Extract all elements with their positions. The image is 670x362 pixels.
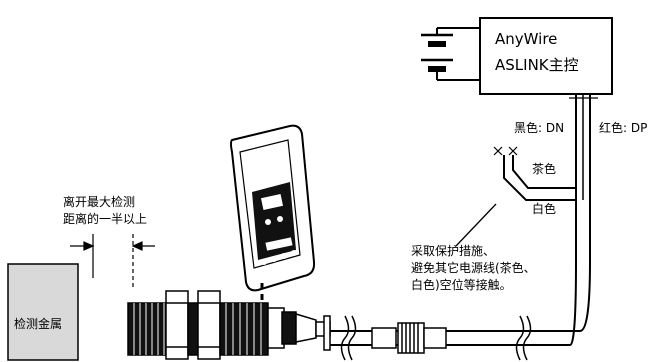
distance-note-line1: 离开最大检测 <box>63 195 136 209</box>
protection-note-line2: 避免其它电源线(茶色、 <box>411 261 536 275</box>
red-wire-label: 红色: DP <box>599 121 648 135</box>
distance-dimension <box>70 234 155 290</box>
remote-device <box>230 124 316 292</box>
white-wire-label: 白色 <box>532 202 557 216</box>
black-wire-label: 黑色: DN <box>514 121 565 135</box>
power-supply-symbol <box>421 27 480 81</box>
controller-box <box>479 17 613 95</box>
proximity-sensor <box>127 290 345 360</box>
protection-note-line1: 采取保护措施、 <box>411 244 496 258</box>
cable-connector <box>371 322 447 354</box>
controller-label-line1: AnyWire <box>495 30 558 48</box>
metal-target-box <box>7 263 79 361</box>
metal-target-label: 检测金属 <box>14 317 63 331</box>
protection-leader-line <box>455 203 497 247</box>
brown-wire-label: 茶色 <box>532 162 557 176</box>
cable-break-marks <box>340 315 532 361</box>
protection-note-line3: 白色)空位等接触。 <box>411 278 512 292</box>
controller-label-line2: ASLINK主控 <box>495 56 579 74</box>
main-cable <box>532 94 598 346</box>
wire-cut-marks <box>493 146 518 156</box>
distance-note-line2: 距离的一半以上 <box>63 212 148 226</box>
branch-wires <box>503 155 576 201</box>
